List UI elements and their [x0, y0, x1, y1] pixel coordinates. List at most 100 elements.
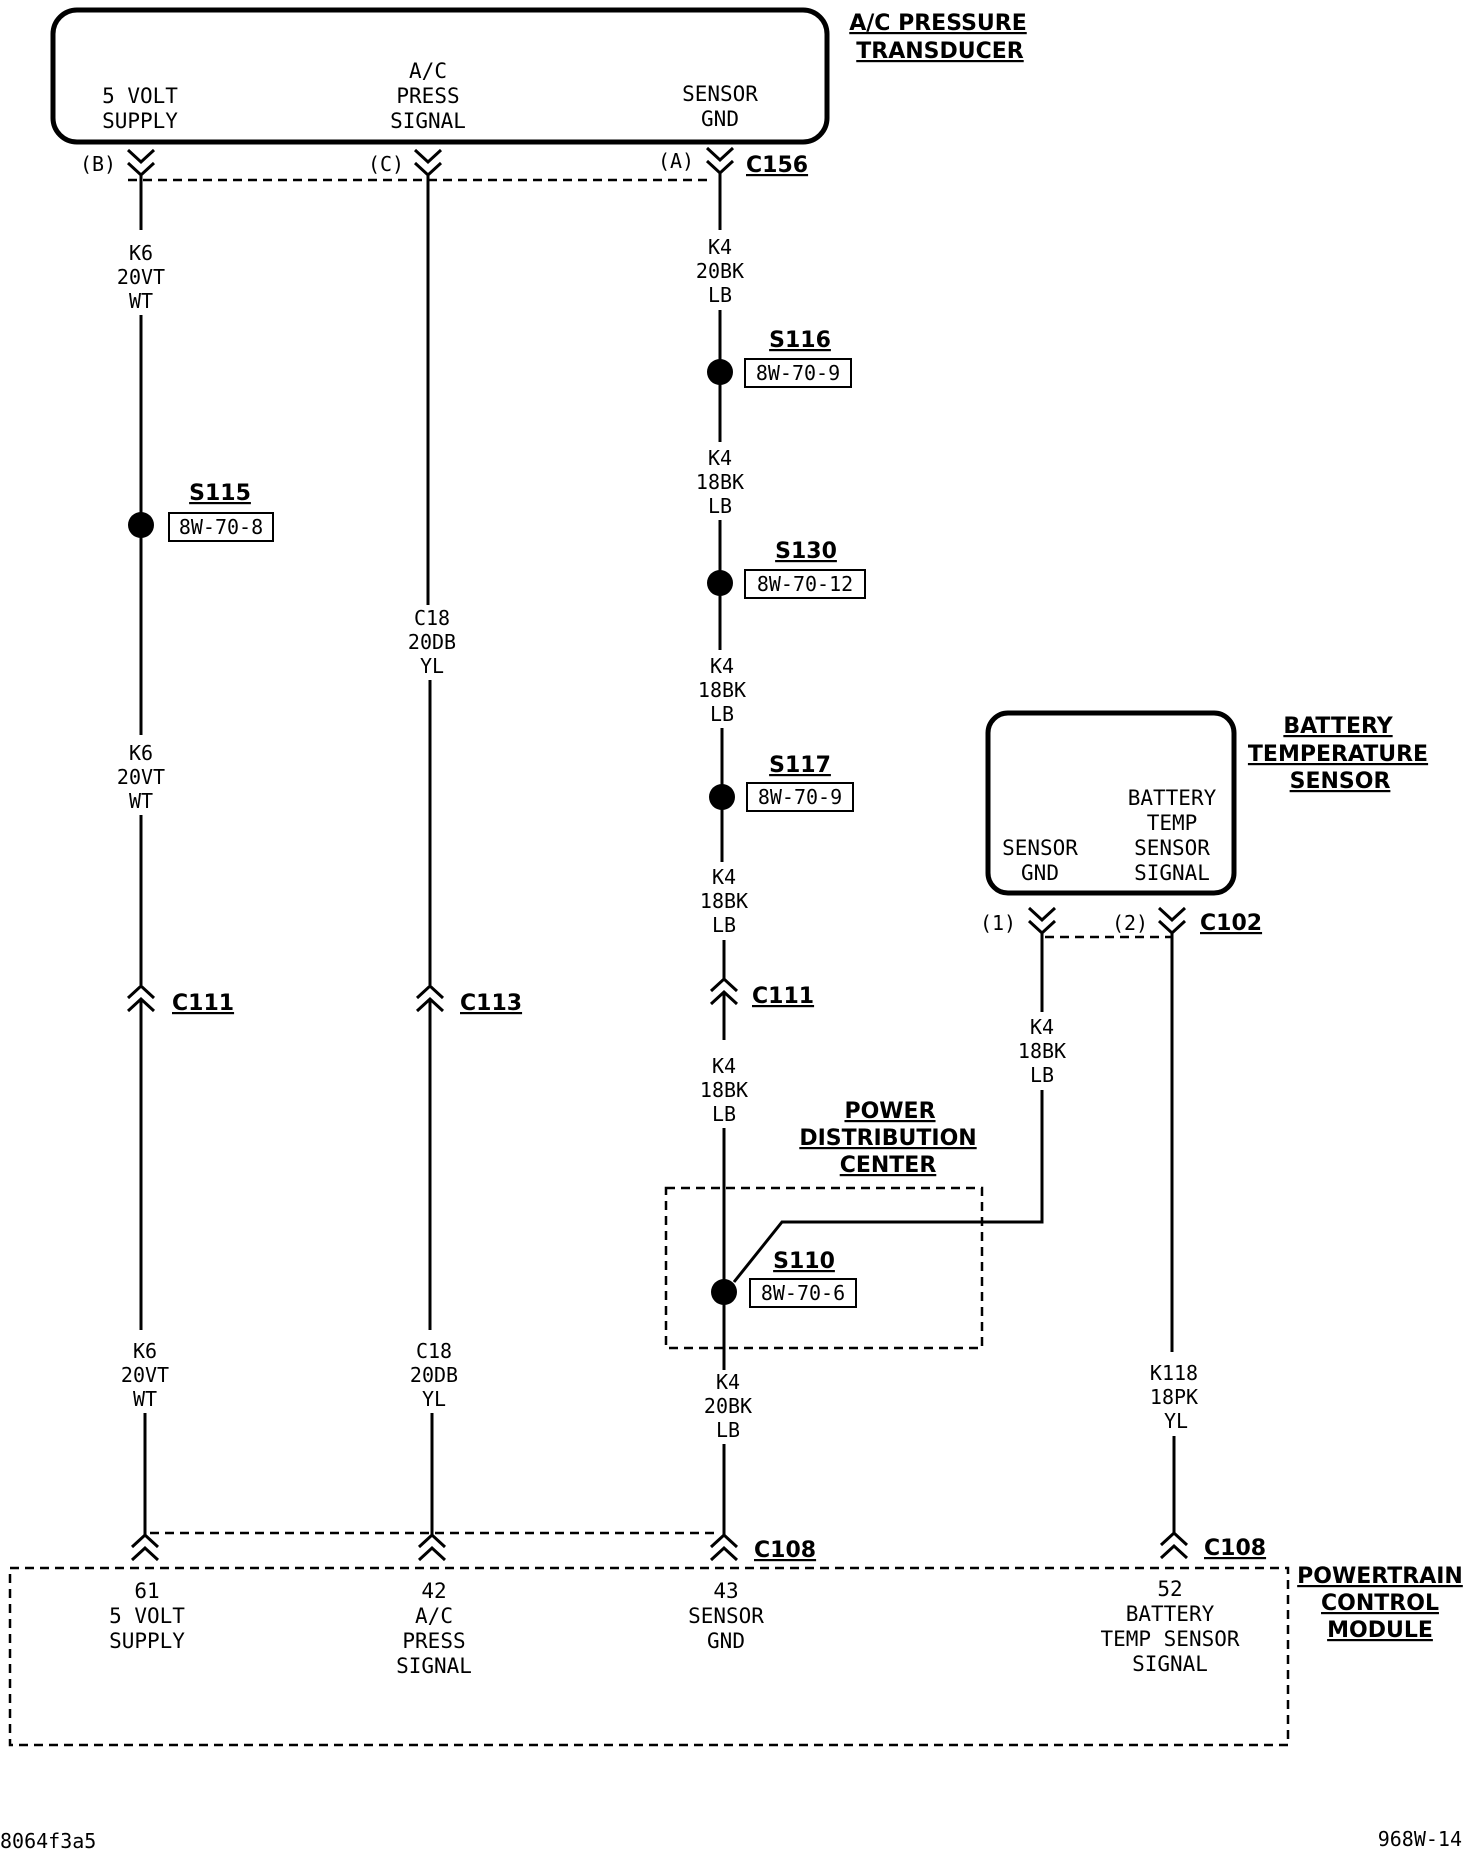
wire-label: YL: [420, 654, 444, 678]
pin-letter: (B): [80, 152, 116, 176]
wire-label: LB: [712, 913, 736, 937]
pcm-pin-label: A/C: [415, 1604, 453, 1628]
pin-label: SENSOR: [1002, 836, 1078, 860]
pcm-pin-label: SIGNAL: [1132, 1652, 1208, 1676]
pin-label: SENSOR: [1134, 836, 1210, 860]
wire-label: K4: [712, 865, 736, 889]
connector-c102: C102: [1200, 911, 1262, 936]
splice-s115-ref: 8W-70-8: [179, 515, 263, 539]
bts-title-2: TEMPERATURE: [1248, 742, 1428, 767]
wire-label: K6: [129, 241, 153, 265]
pdc-title-1: POWER: [844, 1099, 935, 1124]
wire-label: K4: [712, 1054, 736, 1078]
splice-dot-s110: [711, 1279, 737, 1305]
wire-label: K4: [1030, 1015, 1054, 1039]
chevron-up-icon: [709, 976, 739, 1006]
splice-dot-s116: [707, 359, 733, 385]
pcm-title-3: MODULE: [1327, 1618, 1433, 1643]
pcm-title-2: CONTROL: [1321, 1591, 1439, 1616]
wire-label: K6: [129, 741, 153, 765]
wire-label: LB: [708, 283, 732, 307]
pin-label: BATTERY: [1128, 786, 1217, 810]
battery-temp-sensor-box: [985, 710, 1237, 896]
pcm-pin-label: 5 VOLT: [109, 1604, 185, 1628]
splice-ref-box: [749, 1278, 857, 1308]
chevron-up-icon: [126, 983, 156, 1013]
chevron-up-icon: [417, 1532, 447, 1562]
wire-label: 20BK: [704, 1394, 752, 1418]
splice-ref-box: [746, 782, 854, 812]
wire-label: K4: [716, 1370, 740, 1394]
wire-label: K4: [710, 654, 734, 678]
wire-label: K4: [708, 235, 732, 259]
connector-c108: C108: [754, 1538, 816, 1563]
splice-s110-label: S110: [773, 1249, 835, 1274]
pin-label: TEMP: [1147, 811, 1198, 835]
splice-s130-label: S130: [775, 539, 837, 564]
splice-s117-ref: 8W-70-9: [758, 785, 842, 809]
ac-transducer-title-1: A/C PRESSURE: [849, 11, 1027, 36]
wire-label: 20VT: [117, 265, 165, 289]
figure-code-left: 8064f3a5: [0, 1829, 96, 1853]
chevron-up-icon: [130, 1532, 160, 1562]
wire-label: 20DB: [408, 630, 456, 654]
chevron-up-icon: [709, 1532, 739, 1562]
figure-code-right: 968W-14: [1378, 1827, 1462, 1851]
wire-label: C18: [414, 606, 450, 630]
ac-transducer-title-2: TRANSDUCER: [856, 39, 1024, 64]
splice-s116-label: S116: [769, 328, 831, 353]
pcm-pin-label: TEMP SENSOR: [1100, 1627, 1239, 1651]
wire-label: LB: [716, 1418, 740, 1442]
wire-label: WT: [129, 789, 153, 813]
pin-label: SIGNAL: [1134, 861, 1210, 885]
splice-ref-box: [744, 358, 852, 388]
pcm-pin-label: PRESS: [402, 1629, 465, 1653]
pin-label: SUPPLY: [102, 109, 178, 133]
splice-ref-box: [744, 569, 866, 599]
wire-label: LB: [710, 702, 734, 726]
pin-label: A/C: [409, 59, 447, 83]
wire-label: YL: [1164, 1409, 1188, 1433]
pcm-box: [8, 1566, 1290, 1747]
pcm-pin-label: SIGNAL: [396, 1654, 472, 1678]
wire-label: YL: [422, 1387, 446, 1411]
wire-label: WT: [133, 1387, 157, 1411]
pcm-pin-label: 52: [1157, 1577, 1182, 1601]
pcm-pin-label: BATTERY: [1126, 1602, 1215, 1626]
wire-label: K6: [133, 1339, 157, 1363]
wire-label: 18PK: [1150, 1385, 1198, 1409]
chevron-down-icon: [1027, 906, 1057, 936]
chevron-down-icon: [413, 148, 443, 178]
chevron-down-icon: [1157, 906, 1187, 936]
pin-number: (1): [980, 911, 1016, 935]
splice-s117-label: S117: [769, 753, 831, 778]
pdc-title-2: DISTRIBUTION: [799, 1126, 976, 1151]
wire-label: K118: [1150, 1361, 1198, 1385]
wire-label: 20BK: [696, 259, 744, 283]
pin-label: PRESS: [396, 84, 459, 108]
connector-c156: C156: [746, 153, 808, 178]
wire-k4-branch: [732, 1090, 1044, 1283]
wire-label: WT: [129, 289, 153, 313]
splice-s115-label: S115: [189, 481, 251, 506]
ac-transducer-box: [50, 7, 830, 145]
wire-label: 20VT: [121, 1363, 169, 1387]
splice-s116-ref: 8W-70-9: [756, 361, 840, 385]
splice-s130-ref: 8W-70-12: [757, 572, 853, 596]
wire-label: C18: [416, 1339, 452, 1363]
connector-c111: C111: [172, 991, 234, 1016]
chevron-down-icon: [126, 148, 156, 178]
wire-label: K4: [708, 446, 732, 470]
splice-dot-s130: [707, 570, 733, 596]
pcm-pin-label: SUPPLY: [109, 1629, 185, 1653]
pin-number: (2): [1112, 911, 1148, 935]
wire-label: 18BK: [698, 678, 746, 702]
pcm-pin-label: SENSOR: [688, 1604, 764, 1628]
connector-c111: C111: [752, 984, 814, 1009]
splice-dot-s117: [709, 784, 735, 810]
wire-label: 18BK: [696, 470, 744, 494]
splice-ref-box: [168, 512, 274, 542]
chevron-up-icon: [415, 983, 445, 1013]
bts-title-3: SENSOR: [1290, 769, 1391, 794]
